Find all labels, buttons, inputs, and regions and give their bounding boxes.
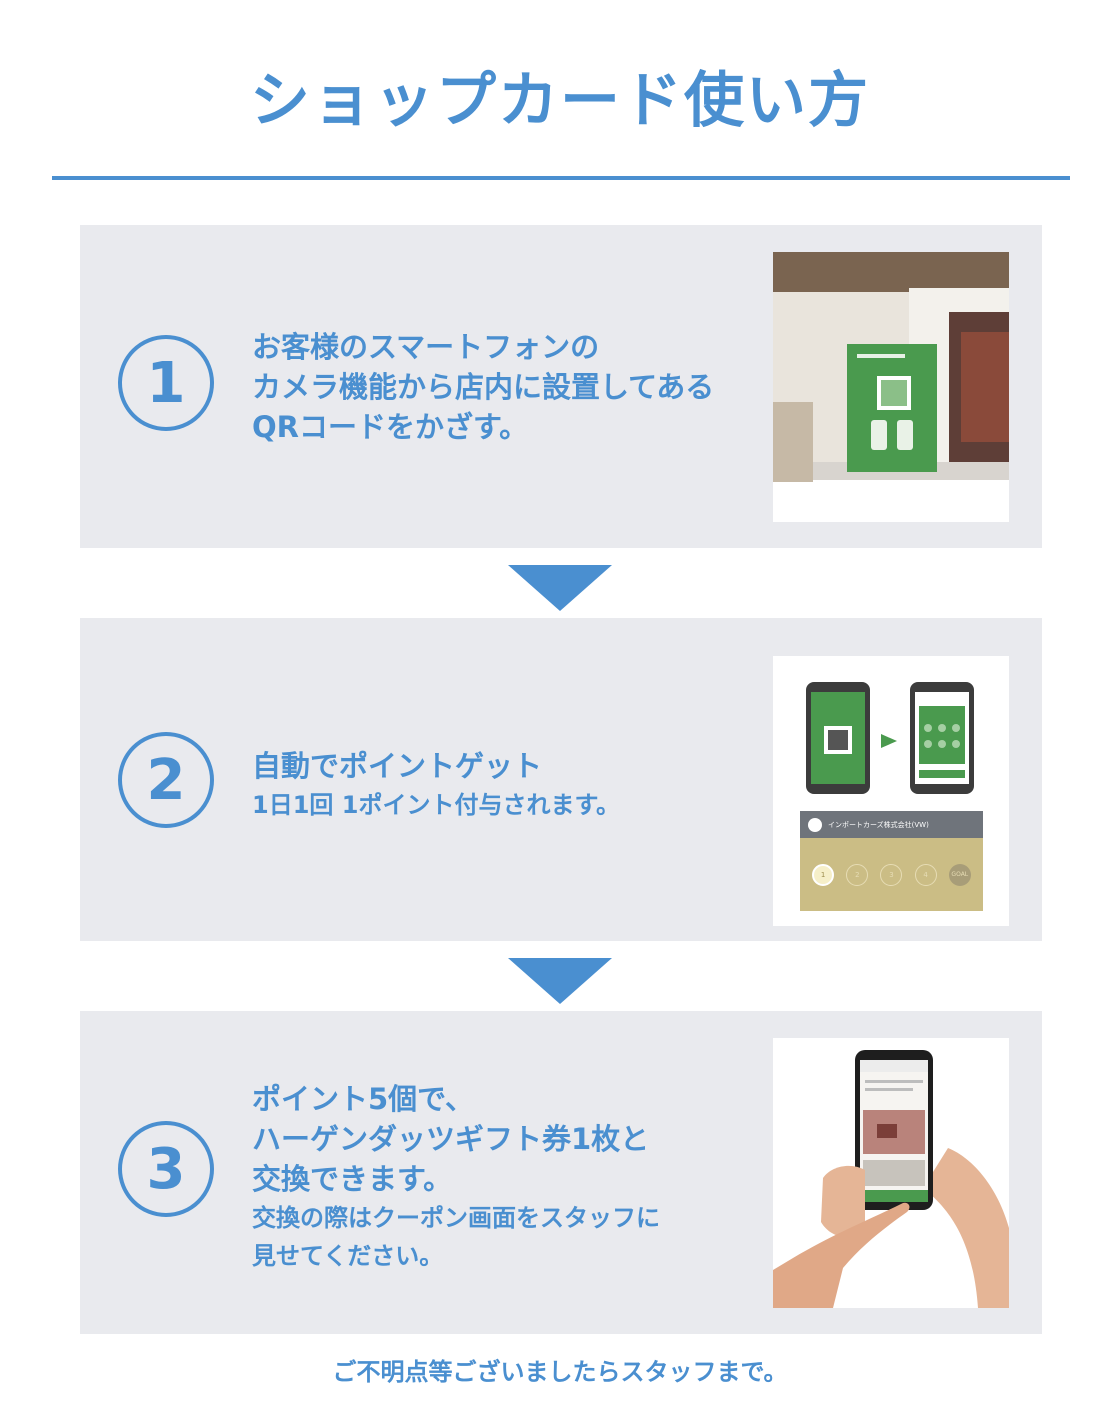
- stamp-slot: 3: [880, 863, 903, 886]
- step-1-panel: 1 お客様のスマートフォンの カメラ機能から店内に設置してある QRコードをかざ…: [80, 225, 1042, 548]
- shop-name: インポートカーズ株式会社(VW): [828, 820, 929, 829]
- step-1-line: QRコードをかざす。: [252, 410, 529, 444]
- shop-logo: [808, 817, 822, 832]
- footer-note: ご不明点等ございましたらスタッフまで。: [332, 1358, 788, 1386]
- step-3-line: ポイント5個で、: [252, 1082, 475, 1116]
- step-2-panel: 2 自動でポイントゲット 1日1回 1ポイント付与されます。: [80, 618, 1042, 941]
- step-3-note: 見せてください。: [252, 1242, 444, 1270]
- stamp-slot-goal: GOAL: [948, 863, 971, 886]
- stamp-card-body: 1 2 3 4 GOAL: [800, 838, 983, 911]
- stamp-slot: 2: [846, 863, 869, 886]
- step-3-text: ポイント5個で、 ハーゲンダッツギフト券1枚と 交換できます。 交換の際はクーポ…: [252, 1079, 772, 1275]
- arrow-down-icon: [508, 958, 612, 1004]
- step-1-number: 1: [118, 335, 214, 431]
- arrow-down-icon: [508, 565, 612, 611]
- step-2-line: 自動でポイントゲット: [252, 749, 543, 783]
- step-1-line: カメラ機能から店内に設置してある: [252, 370, 715, 404]
- store-qr-stand-photo: [773, 252, 1009, 522]
- step-2-text: 自動でポイントゲット 1日1回 1ポイント付与されます。: [252, 746, 772, 824]
- step-3-panel: 3 ポイント5個で、 ハーゲンダッツギフト券1枚と 交換できます。 交換の際はク…: [80, 1011, 1042, 1334]
- page-title: ショップカード使い方: [250, 66, 870, 136]
- step-3-note: 交換の際はクーポン画面をスタッフに: [252, 1204, 660, 1232]
- hand-holding-phone-photo: [773, 1038, 1009, 1308]
- step-1-text: お客様のスマートフォンの カメラ機能から店内に設置してある QRコードをかざす。: [252, 327, 772, 447]
- title-rule: [52, 176, 1070, 180]
- step-2-number: 2: [118, 732, 214, 828]
- step-2-note: 1日1回 1ポイント付与されます。: [252, 791, 621, 819]
- step-3-line: 交換できます。: [252, 1162, 453, 1196]
- stamp-slot: 1: [812, 863, 835, 886]
- stamp-card-header: インポートカーズ株式会社(VW): [800, 811, 983, 838]
- step-1-line: お客様のスマートフォンの: [252, 330, 600, 364]
- stamp-slot: 4: [914, 863, 937, 886]
- step-3-line: ハーゲンダッツギフト券1枚と: [252, 1122, 650, 1156]
- step-3-number: 3: [118, 1121, 214, 1217]
- app-stamp-card-illustration: インポートカーズ株式会社(VW) 1 2 3 4 GOAL: [773, 656, 1009, 926]
